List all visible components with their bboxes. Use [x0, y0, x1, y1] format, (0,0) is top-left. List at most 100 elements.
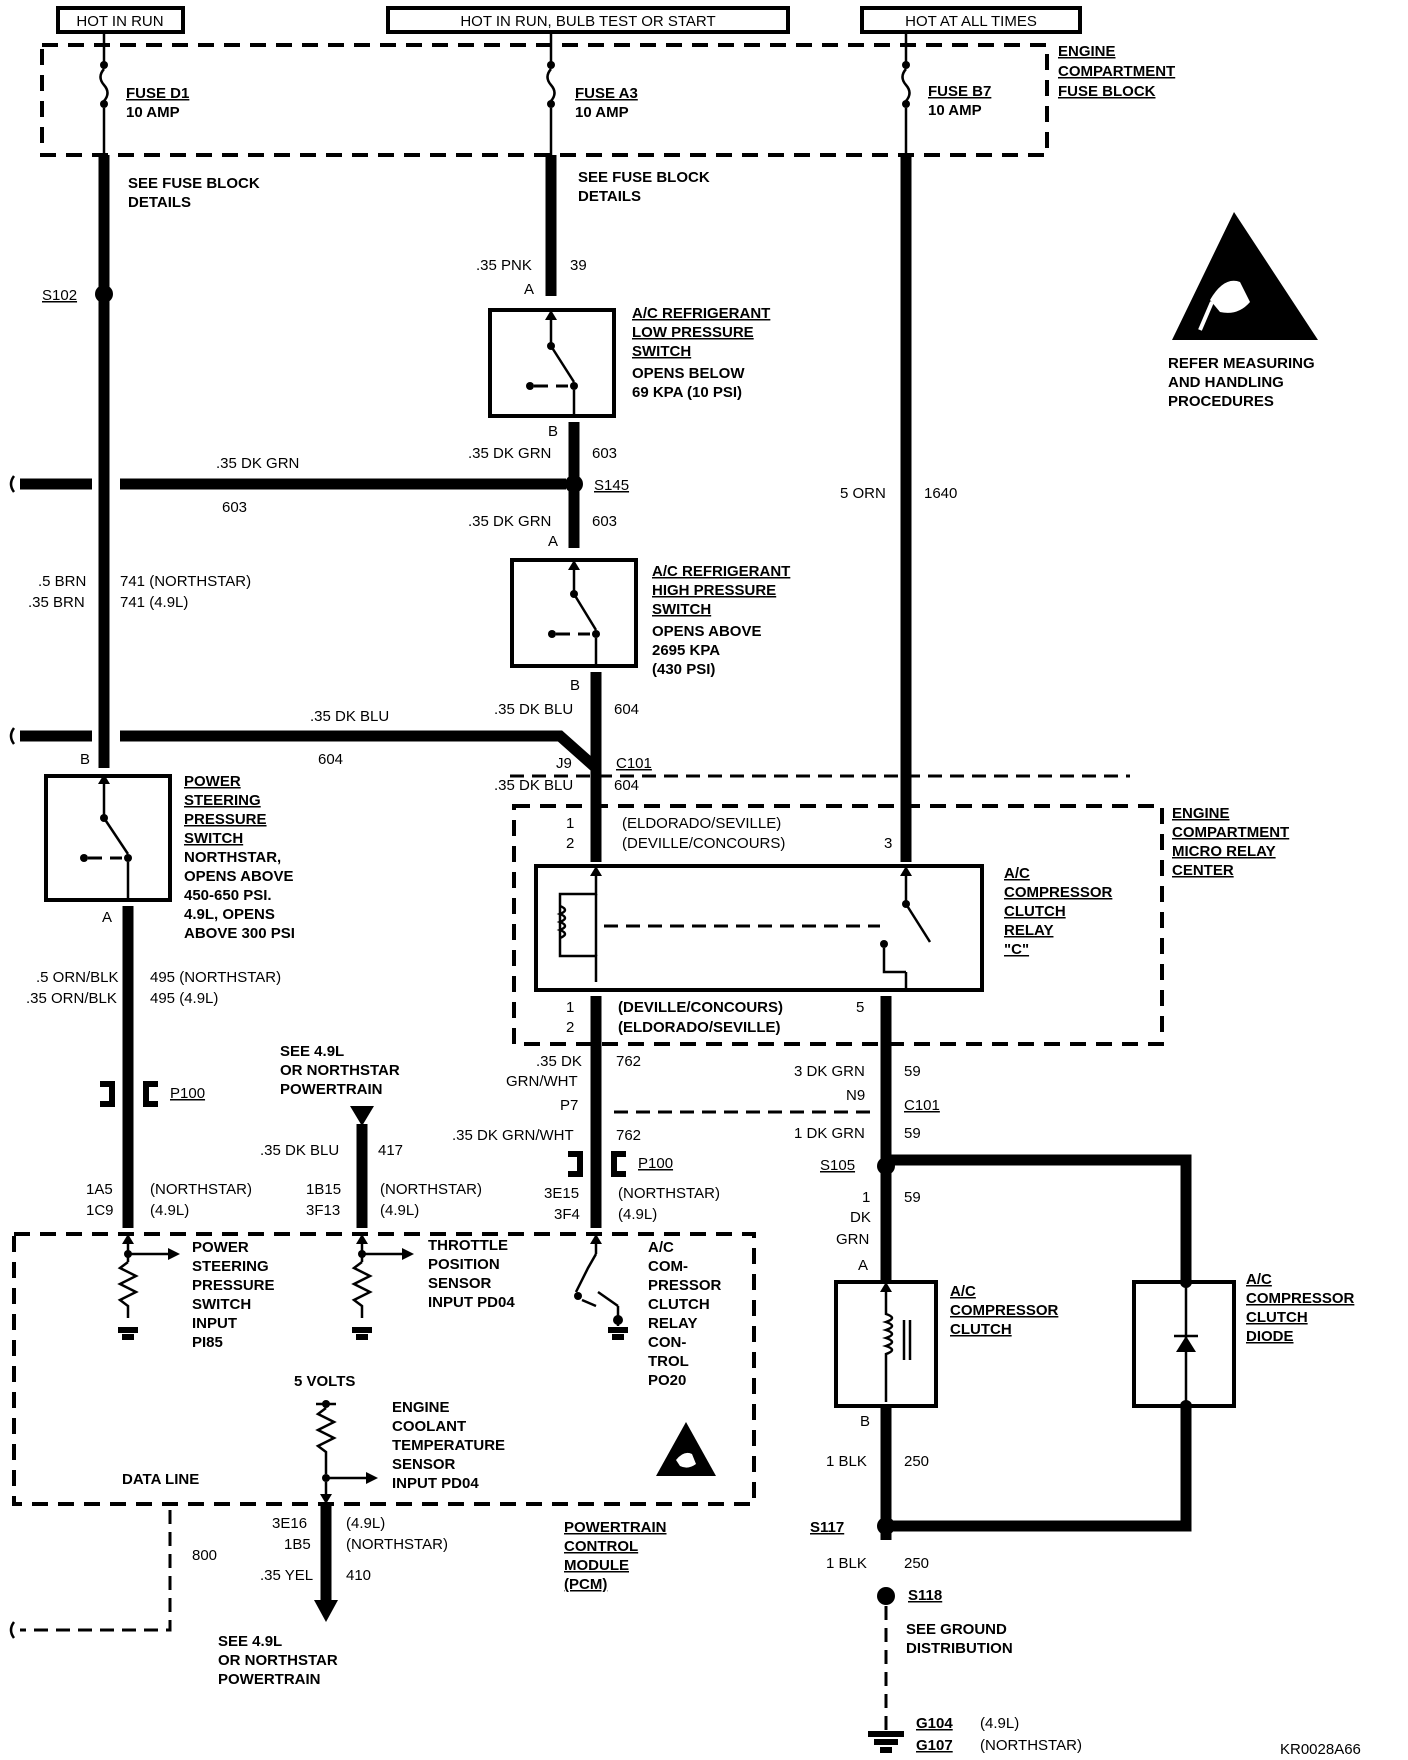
splice-s145: S145: [594, 477, 629, 494]
splice-s118-dot: [877, 1587, 895, 1605]
pin-3e16: 3E16: [272, 1515, 307, 1532]
diode-label-4: DIODE: [1246, 1328, 1294, 1345]
wire-ornblk-a-num: 495 (NORTHSTAR): [150, 969, 281, 986]
wire-762-num-b: 762: [616, 1127, 641, 1144]
pcm-relay-6: CON-: [648, 1334, 686, 1351]
fuse-block-label-2: COMPARTMENT: [1058, 63, 1175, 80]
see-tps-1: SEE 4.9L: [280, 1043, 344, 1060]
pcm-box: [12, 1232, 756, 1506]
pin-1b15: 1B15: [306, 1181, 341, 1198]
c101-label-top: C101: [616, 755, 652, 772]
low-label-1: A/C REFRIGERANT: [632, 305, 770, 322]
wire-603b-num: 603: [592, 513, 617, 530]
high-note-1: OPENS ABOVE: [652, 623, 761, 640]
relay-center-label-1: ENGINE: [1172, 805, 1230, 822]
fuse-d1-name: FUSE D1: [126, 85, 189, 102]
fuse-d1: [99, 32, 109, 155]
esd-warning-icon: [1172, 212, 1318, 340]
pin-1b5-note: (NORTHSTAR): [346, 1536, 448, 1553]
splice-s145-dot: [565, 475, 583, 493]
pin-1b5: 1B5: [284, 1536, 311, 1553]
power-steering-switch: [44, 774, 172, 902]
pcm-ect-4: SENSOR: [392, 1456, 456, 1473]
p100-label-left: P100: [170, 1085, 205, 1102]
p100-label-center: P100: [638, 1155, 673, 1172]
see-bottom-1: SEE 4.9L: [218, 1633, 282, 1650]
relay-dev-con-top: (DEVILLE/CONCOURS): [622, 835, 785, 852]
see-fuse-block-2: SEE FUSE BLOCK: [578, 169, 710, 186]
pcm-relay-2: COM-: [648, 1258, 688, 1275]
wire-762-full: .35 DK GRN/WHT: [452, 1127, 574, 1144]
pcm-ect-2: COOLANT: [392, 1418, 466, 1435]
low-pin-a: A: [524, 281, 534, 298]
wire-604-num: 604: [318, 751, 343, 768]
pcm-ect-input-icon: [315, 1400, 378, 1504]
ground-dist-1: SEE GROUND: [906, 1621, 1007, 1638]
ps-label-4: SWITCH: [184, 830, 243, 847]
wire-604-gauge: .35 DK BLU: [310, 708, 389, 725]
clutch-coil-icon: [880, 1282, 912, 1402]
c101-label-bottom: C101: [904, 1097, 940, 1114]
see-bottom-2: OR NORTHSTAR: [218, 1652, 338, 1669]
relay-contacts-icon: [880, 866, 932, 990]
tps-arrow-icon: [350, 1106, 374, 1126]
wire-604-break: [9, 727, 16, 745]
ps-label-1: POWER: [184, 773, 241, 790]
wire-dkgrn-v-num: 59: [904, 1189, 921, 1206]
wire-brn-a: .5 BRN: [38, 573, 86, 590]
compressor-clutch-relay: [534, 864, 984, 992]
clutch-pin-a: A: [858, 1257, 868, 1274]
pin-3f13: 3F13: [306, 1202, 340, 1219]
wire-762-num-a: 762: [616, 1053, 641, 1070]
splice-s102-dot: [95, 285, 113, 303]
high-label-3: SWITCH: [652, 601, 711, 618]
low-pin-b: B: [548, 423, 558, 440]
wire-dkgrn3-num: 59: [904, 1063, 921, 1080]
ps-switch-contacts: [80, 774, 132, 900]
low-label-3: SWITCH: [632, 343, 691, 360]
wire-800-num: 800: [192, 1547, 217, 1564]
high-pin-b: B: [570, 677, 580, 694]
clutch-label-1: A/C: [950, 1283, 976, 1300]
micro-relay-center-box: [512, 804, 1164, 1046]
pin-1a5: 1A5: [86, 1181, 113, 1198]
wire-dkgrn-v1: 1: [862, 1189, 870, 1206]
clutch-label-3: CLUTCH: [950, 1321, 1012, 1338]
header-hot-in-run-bulb-box: [386, 6, 790, 34]
wire-604a-gauge: .35 DK BLU: [494, 701, 573, 718]
pcm-tps-4: INPUT PD04: [428, 1294, 515, 1311]
clutch-label-2: COMPRESSOR: [950, 1302, 1059, 1319]
relay-label-3: CLUTCH: [1004, 903, 1066, 920]
pcm-relay-3: PRESSOR: [648, 1277, 722, 1294]
ps-note-3: 450-650 PSI.: [184, 887, 272, 904]
esd-note-1: REFER MEASURING: [1168, 355, 1315, 372]
wire-ornblk-b: .35 ORN/BLK: [26, 990, 117, 1007]
fuse-block-label-3: FUSE BLOCK: [1058, 83, 1156, 100]
splice-s118: S118: [908, 1587, 942, 1604]
wire-pnk-num: 39: [570, 257, 587, 274]
diode-label-2: COMPRESSOR: [1246, 1290, 1355, 1307]
relay-center-label-2: COMPARTMENT: [1172, 824, 1289, 841]
wire-dkgrn1-num: 59: [904, 1125, 921, 1142]
ground-g104-note: (4.9L): [980, 1715, 1019, 1732]
pcm-ect-5: INPUT PD04: [392, 1475, 479, 1492]
pcm-ect-3: TEMPERATURE: [392, 1437, 505, 1454]
wire-blk2: 1 BLK: [826, 1555, 867, 1572]
ground-g107-note: (NORTHSTAR): [980, 1737, 1082, 1754]
pin-3e15: 3E15: [544, 1185, 579, 1202]
pcm-data-line: DATA LINE: [122, 1471, 199, 1488]
diode-icon: [1174, 1276, 1198, 1412]
high-label-1: A/C REFRIGERANT: [652, 563, 790, 580]
ground-icon: [868, 1731, 904, 1753]
fuse-b7-rating: 10 AMP: [928, 102, 982, 119]
high-pin-a: A: [548, 533, 558, 550]
p100-connector-center: [568, 1151, 626, 1177]
ps-label-3: PRESSURE: [184, 811, 267, 828]
see-fuse-block-1b: DETAILS: [128, 194, 191, 211]
fuse-block-box: [40, 43, 1049, 157]
pin-1c9-note: (4.9L): [150, 1202, 189, 1219]
ps-note-1: NORTHSTAR,: [184, 849, 281, 866]
p100-connector-left: [100, 1081, 158, 1107]
see-bottom-3: POWERTRAIN: [218, 1671, 321, 1688]
wire-dkgrn-v2: DK: [850, 1209, 871, 1226]
